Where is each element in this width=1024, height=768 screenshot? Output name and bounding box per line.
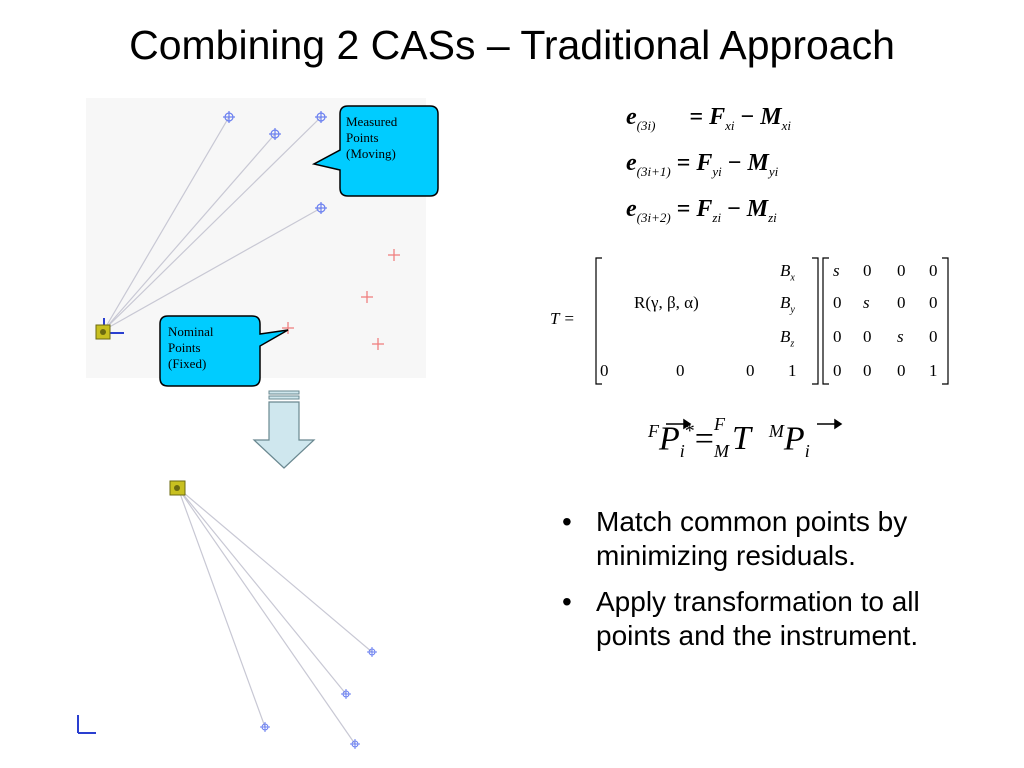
nominal-point-icon — [361, 291, 373, 303]
transformed-point-markers — [260, 647, 377, 749]
instrument-icon-top — [95, 318, 124, 340]
instrument-icon-bottom — [169, 480, 186, 496]
scale-cell: 0 — [833, 327, 842, 346]
nominal-point-icon — [372, 338, 384, 350]
scale-cell: 1 — [929, 361, 938, 380]
residual-equation-y: e(3i+1) = Fyi − Myi — [626, 150, 779, 179]
transformed-lines — [177, 487, 373, 745]
callout-nominal-shape — [159, 315, 289, 387]
vector-arrows — [666, 418, 843, 430]
scale-cell: 0 — [929, 327, 938, 346]
scale-cell: 0 — [863, 327, 872, 346]
nominal-points-callout: Nominal Points (Fixed) — [168, 324, 214, 371]
scale-cell: 0 — [863, 261, 872, 280]
combined-point-icon — [350, 739, 360, 749]
scale-cell: 0 — [897, 261, 906, 280]
scale-cell: s — [833, 261, 840, 280]
measurement-lines — [103, 116, 322, 331]
matrix-lhs: T = — [550, 309, 575, 328]
residual-equation-z: e(3i+2) = Fzi − Mzi — [626, 196, 777, 225]
scale-cell: 0 — [929, 293, 938, 312]
translation-by: By — [780, 293, 795, 316]
callout-measured-shape — [311, 105, 439, 197]
rotation-term: R(γ, β, α) — [634, 293, 699, 312]
translation-bz: Bz — [780, 327, 795, 350]
down-arrow-icon — [252, 390, 316, 469]
axis-corner-icon — [77, 715, 96, 734]
matrix-bottom-cell: 0 — [746, 361, 755, 380]
combined-point-icon — [341, 689, 351, 699]
matrix-brackets — [595, 257, 949, 385]
scale-cell: 0 — [833, 361, 842, 380]
scale-cell: s — [863, 293, 870, 312]
matrix-bottom-cell: 1 — [788, 361, 797, 380]
measured-point-markers — [223, 111, 327, 214]
bullet-item: Apply transformation to all points and t… — [560, 585, 980, 653]
measured-point-icon — [315, 202, 327, 214]
bullet-list: Match common points by minimizing residu… — [560, 505, 980, 665]
nominal-point-icon — [388, 249, 400, 261]
measured-points-callout: Measured Points (Moving) — [346, 114, 398, 161]
scale-cell: 0 — [863, 361, 872, 380]
combined-point-icon — [260, 722, 270, 732]
slide-title: Combining 2 CASs – Traditional Approach — [129, 22, 895, 68]
matrix-bottom-cell: 0 — [600, 361, 609, 380]
scale-cell: 0 — [833, 293, 842, 312]
scale-cell: 0 — [897, 361, 906, 380]
combined-point-icon — [367, 647, 377, 657]
transformation-matrix: T = R(γ, β, α) Bx By Bz 0 0 0 1 s 0 0 0 … — [548, 255, 968, 390]
nominal-point-icon — [282, 322, 294, 334]
scale-cell: s — [897, 327, 904, 346]
measured-point-icon — [269, 128, 281, 140]
bullet-item: Match common points by minimizing residu… — [560, 505, 980, 573]
matrix-bottom-cell: 0 — [676, 361, 685, 380]
scale-cell: 0 — [929, 261, 938, 280]
scale-cell: 0 — [897, 293, 906, 312]
nominal-point-markers — [282, 249, 400, 350]
translation-bx: Bx — [780, 261, 795, 284]
residual-equation-x: e(3i) = Fxi − Mxi — [626, 104, 791, 133]
measured-point-icon — [223, 111, 235, 123]
measured-point-icon — [315, 111, 327, 123]
